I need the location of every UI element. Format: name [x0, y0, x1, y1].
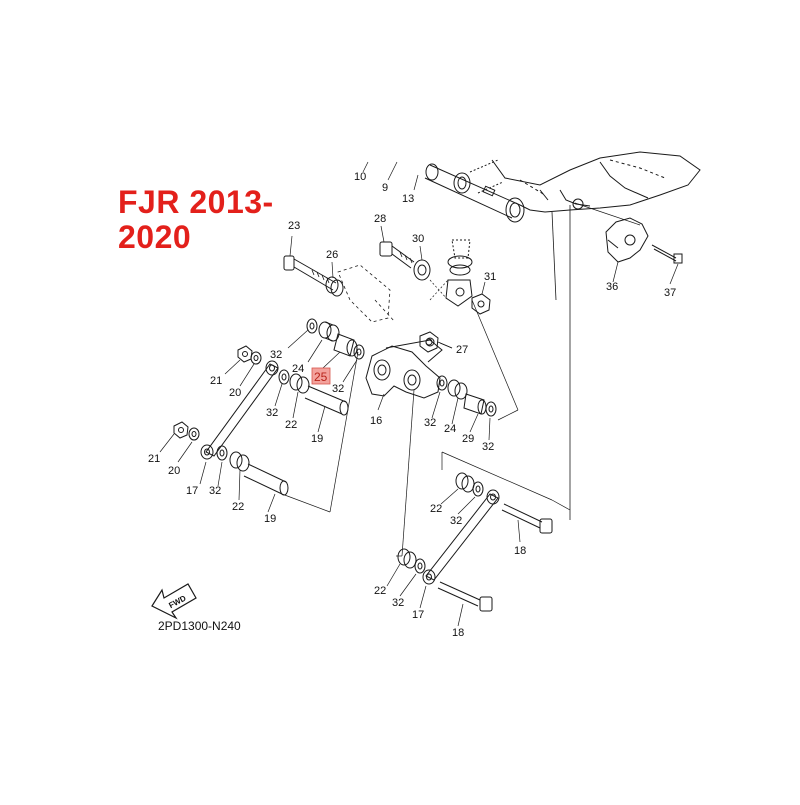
washer-32-f — [216, 445, 228, 461]
callout-24: 24 — [444, 423, 456, 435]
washer-32-h — [414, 558, 426, 574]
nut-31 — [471, 293, 491, 315]
nut-21-b — [173, 421, 189, 439]
bushing-22-a — [289, 373, 310, 394]
washer-32-c — [278, 369, 290, 385]
callout-20: 20 — [168, 465, 180, 477]
callout-32: 32 — [424, 417, 436, 429]
bolt-18-b — [437, 581, 493, 612]
leader-lines — [159, 161, 679, 627]
callout-31: 31 — [484, 271, 496, 283]
link-arm-17-b — [422, 489, 500, 585]
collar-29 — [463, 393, 487, 415]
model-title-line-1: FJR 2013- — [118, 184, 274, 220]
bracket-36 — [572, 198, 649, 263]
diagram-code: 2PD1300-N240 — [158, 619, 241, 633]
nut-27 — [419, 331, 453, 353]
collar-25 — [333, 333, 358, 357]
relay-arm-16 — [365, 337, 443, 399]
shock-bottom — [429, 239, 473, 307]
callout-32: 32 — [450, 515, 462, 527]
callout-32: 32 — [392, 597, 404, 609]
callout-29: 29 — [462, 433, 474, 445]
pivot-shaft — [424, 159, 525, 223]
collar-30 — [413, 259, 431, 281]
callout-22: 22 — [285, 419, 297, 431]
washer-32-a — [306, 318, 318, 334]
highlight-part-25 — [311, 367, 331, 385]
callout-10: 10 — [354, 171, 366, 183]
callout-32: 32 — [482, 441, 494, 453]
bushing-24-a — [318, 321, 340, 342]
callout-17: 17 — [412, 609, 424, 621]
washer-32-e — [485, 401, 497, 417]
callout-19: 19 — [264, 513, 276, 525]
callout-23: 23 — [288, 220, 300, 232]
callout-32: 32 — [270, 349, 282, 361]
washer-32-b — [353, 344, 365, 360]
bushing-22-d — [397, 548, 417, 569]
bushing-22-b — [229, 451, 250, 472]
bolt-18-a — [501, 503, 553, 534]
mount-plate — [337, 264, 396, 323]
callout-labels: 10 9 13 23 26 28 30 31 36 37 32 24 25 32… — [148, 171, 676, 639]
callout-21: 21 — [210, 375, 222, 387]
callout-22: 22 — [374, 585, 386, 597]
washer-32-d — [436, 375, 448, 391]
bolt-23 — [283, 255, 337, 291]
callout-22: 22 — [232, 501, 244, 513]
collar-26 — [325, 276, 344, 297]
callout-13: 13 — [402, 193, 414, 205]
washer-20-b — [188, 427, 200, 441]
callout-18: 18 — [514, 545, 526, 557]
callout-27: 27 — [456, 344, 468, 356]
bolt-37 — [651, 244, 683, 264]
callout-21: 21 — [148, 453, 160, 465]
bushing-24-b — [447, 379, 468, 400]
callout-18: 18 — [452, 627, 464, 639]
callout-24: 24 — [292, 363, 304, 375]
callout-20: 20 — [229, 387, 241, 399]
callout-26: 26 — [326, 249, 338, 261]
fwd-arrow-icon — [151, 583, 197, 620]
bushing-22-c — [455, 472, 475, 493]
callout-37: 37 — [664, 287, 676, 299]
callout-19: 19 — [311, 433, 323, 445]
link-arm-17-a — [200, 360, 279, 460]
bolt-28 — [379, 241, 415, 269]
collar-19-b — [243, 463, 289, 496]
washer-20-a — [250, 351, 262, 365]
callout-36: 36 — [606, 281, 618, 293]
swingarm-outline — [491, 151, 701, 520]
callout-30: 30 — [412, 233, 424, 245]
nut-21-a — [237, 345, 253, 363]
callout-16: 16 — [370, 415, 382, 427]
washer-32-g — [472, 481, 484, 497]
fwd-text: FWD — [167, 594, 188, 611]
callout-17: 17 — [186, 485, 198, 497]
callout-28: 28 — [374, 213, 386, 225]
callout-32: 32 — [266, 407, 278, 419]
callout-32: 32 — [332, 383, 344, 395]
reference-lines — [281, 299, 571, 557]
model-title-line-2: 2020 — [118, 219, 192, 255]
callout-9: 9 — [382, 182, 388, 194]
callout-32: 32 — [209, 485, 221, 497]
callout-25: 25 — [314, 370, 328, 384]
callout-22: 22 — [430, 503, 442, 515]
